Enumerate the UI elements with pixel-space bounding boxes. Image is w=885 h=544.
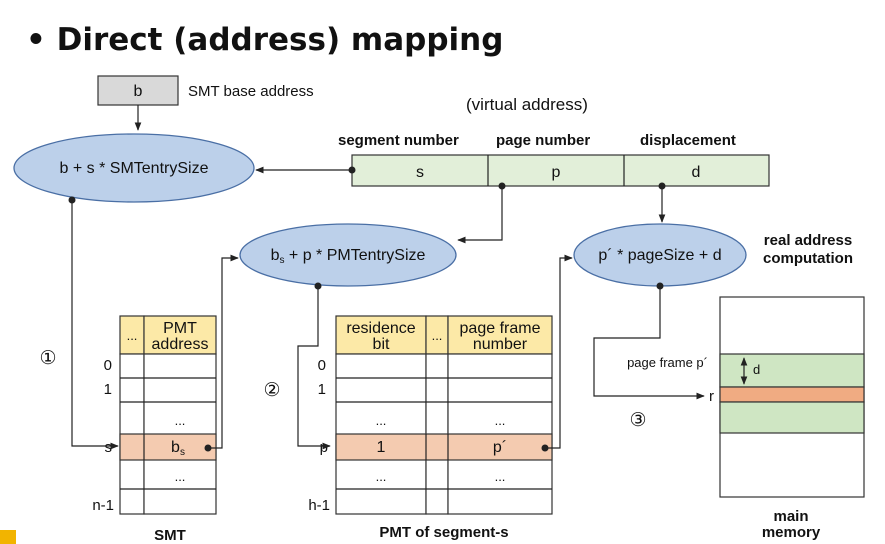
smt-row-s-highlight <box>119 433 217 461</box>
pmt-caption: PMT of segment-s <box>379 524 508 541</box>
page-title: • Direct (address) mapping <box>26 22 503 58</box>
svg-text:main: main <box>773 508 808 525</box>
smt-base-value: b <box>134 83 143 100</box>
svg-text:...: ... <box>495 469 506 484</box>
svg-text:...: ... <box>175 413 186 428</box>
pmt-lookup-arrow <box>297 286 331 450</box>
smt-base-label: SMT base address <box>188 83 314 100</box>
step-2: ② <box>263 379 280 401</box>
smt-entry-formula-text: b + s * SMTentrySize <box>60 160 209 177</box>
real-address-arrow <box>593 286 705 400</box>
smt-base-register <box>97 75 179 106</box>
segment-number-header: segment number <box>338 132 459 149</box>
svg-text:h-1: h-1 <box>308 497 330 514</box>
svg-text:...: ... <box>432 328 443 343</box>
real-address-label-1: real address <box>764 232 852 249</box>
pmt-row-p-highlight <box>335 433 553 461</box>
frame-to-real-formula-arrow <box>545 254 573 449</box>
pmt-entry-frame: p´ <box>493 439 507 456</box>
displacement-header: displacement <box>640 132 736 149</box>
pmt-entry-bit: 1 <box>377 439 386 456</box>
svg-text:...: ... <box>495 413 506 428</box>
step-3: ③ <box>629 409 646 431</box>
svg-text:...: ... <box>376 469 387 484</box>
main-memory: main memory <box>719 296 865 541</box>
svg-text:...: ... <box>376 413 387 428</box>
svg-text:page frame: page frame <box>460 320 541 337</box>
svg-text:s: s <box>105 439 113 456</box>
displacement-span-label: d <box>753 362 760 377</box>
svg-text:0: 0 <box>318 357 326 374</box>
logo-fragment <box>0 530 16 544</box>
pmt-entry-formula <box>239 223 457 287</box>
virtual-address-bar <box>351 154 770 187</box>
svg-text:...: ... <box>175 469 186 484</box>
real-address-formula-text: p´ * pageSize + d <box>598 247 721 264</box>
page-field: p <box>552 164 561 181</box>
virtual-address-caption: (virtual address) <box>466 95 588 114</box>
smt-table: ... PMT address ... ... bs 0 1 s n-1 SMT <box>92 315 217 544</box>
svg-text:0: 0 <box>104 357 112 374</box>
memory-address-r <box>719 386 865 403</box>
bs-to-pmt-formula-arrow <box>208 254 239 449</box>
svg-text:PMT: PMT <box>163 320 197 337</box>
pmt-table: residence bit ... page frame number ... … <box>308 315 553 541</box>
smt-entry-formula <box>13 133 255 203</box>
smt-lookup-arrow <box>71 200 119 450</box>
smt-entry-bs: bs <box>171 439 185 458</box>
svg-text:memory: memory <box>762 524 821 541</box>
svg-text:n-1: n-1 <box>92 497 114 514</box>
page-to-formula-arrow <box>457 186 503 244</box>
smt-caption: SMT <box>154 527 186 544</box>
svg-text:bit: bit <box>373 336 390 353</box>
page-frame-label: page frame p´ <box>627 355 708 370</box>
svg-text:p: p <box>320 439 328 456</box>
pmt-entry-formula-text: bs + p * PMTentrySize <box>271 247 426 266</box>
svg-text:1: 1 <box>318 381 326 398</box>
svg-text:1: 1 <box>104 381 112 398</box>
segment-field: s <box>416 164 424 181</box>
svg-text:...: ... <box>127 328 138 343</box>
svg-text:residence: residence <box>346 320 415 337</box>
address-r-label: r <box>709 388 714 405</box>
real-address-label-2: computation <box>763 250 853 267</box>
displacement-field: d <box>692 164 701 181</box>
memory-frame-top <box>719 353 865 388</box>
memory-frame-bottom <box>719 401 865 434</box>
page-number-header: page number <box>496 132 590 149</box>
svg-text:address: address <box>152 336 209 353</box>
svg-text:number: number <box>473 336 528 353</box>
step-1: ① <box>39 347 56 369</box>
